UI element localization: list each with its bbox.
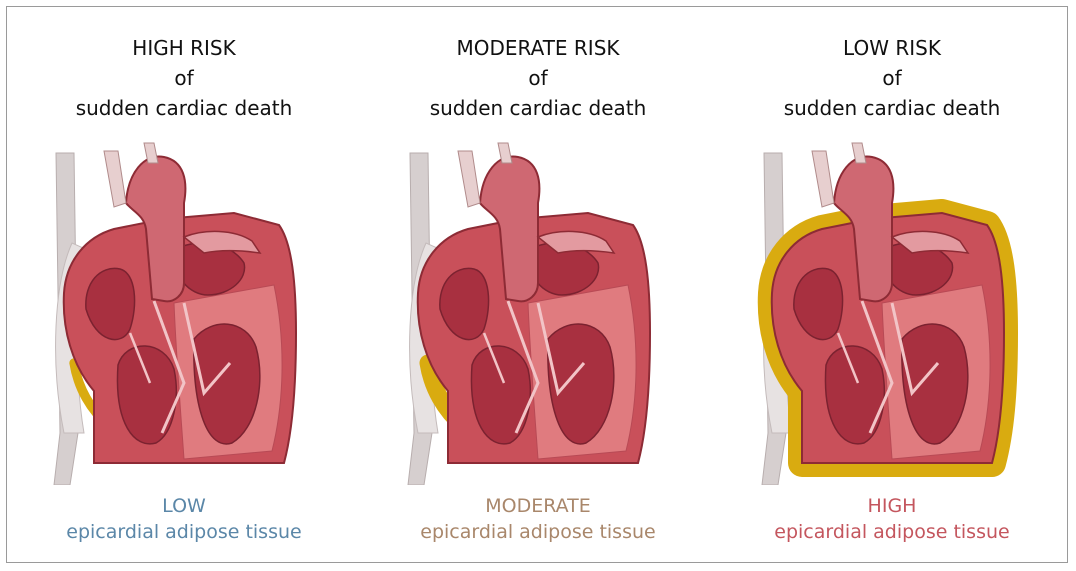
eat-level: MODERATE	[361, 493, 715, 519]
eat-caption: HIGH epicardial adipose tissue	[715, 493, 1069, 545]
eat-label: epicardial adipose tissue	[361, 519, 715, 545]
risk-outcome: sudden cardiac death	[361, 93, 715, 123]
risk-level: LOW RISK	[715, 33, 1069, 63]
heart-svg	[388, 133, 688, 485]
risk-connector: of	[7, 63, 361, 93]
risk-heading: HIGH RISK of sudden cardiac death	[7, 33, 361, 123]
figure-frame: HIGH RISK of sudden cardiac death LOW ep…	[6, 6, 1068, 563]
eat-level: LOW	[7, 493, 361, 519]
panel-high-risk: HIGH RISK of sudden cardiac death LOW ep…	[7, 7, 361, 564]
heart-illustration	[742, 133, 1042, 485]
branch-vessel	[458, 151, 480, 207]
heart-svg	[34, 133, 334, 485]
eat-caption: LOW epicardial adipose tissue	[7, 493, 361, 545]
branch-vessel	[104, 151, 126, 207]
risk-level: HIGH RISK	[7, 33, 361, 63]
heart-illustration	[388, 133, 688, 485]
eat-level: HIGH	[715, 493, 1069, 519]
eat-label: epicardial adipose tissue	[7, 519, 361, 545]
branch-vessel	[812, 151, 834, 207]
risk-outcome: sudden cardiac death	[715, 93, 1069, 123]
risk-connector: of	[361, 63, 715, 93]
risk-heading: MODERATE RISK of sudden cardiac death	[361, 33, 715, 123]
risk-level: MODERATE RISK	[361, 33, 715, 63]
eat-label: epicardial adipose tissue	[715, 519, 1069, 545]
risk-connector: of	[715, 63, 1069, 93]
eat-caption: MODERATE epicardial adipose tissue	[361, 493, 715, 545]
heart-illustration	[34, 133, 334, 485]
panel-low-risk: LOW RISK of sudden cardiac death HIGH ep…	[715, 7, 1069, 564]
risk-outcome: sudden cardiac death	[7, 93, 361, 123]
heart-svg	[742, 133, 1042, 485]
panel-moderate-risk: MODERATE RISK of sudden cardiac death MO…	[361, 7, 715, 564]
risk-heading: LOW RISK of sudden cardiac death	[715, 33, 1069, 123]
